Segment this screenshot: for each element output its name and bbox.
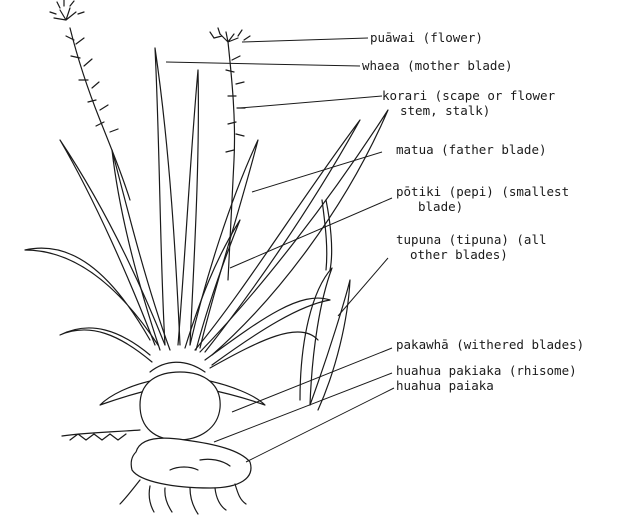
label-pakawha: pakawhā (withered blades): [396, 337, 584, 352]
label-matua: matua (father blade): [396, 142, 547, 157]
leader-matua: [252, 152, 382, 192]
leaf-blades: [25, 48, 388, 410]
flower-stalk-left: [50, 0, 130, 200]
rhizome-base: [62, 372, 251, 514]
label-potiki-line1: pōtiki (pepi) (smallest: [396, 184, 569, 199]
label-tupuna-line2: other blades): [410, 247, 508, 262]
leader-whaea: [166, 62, 360, 66]
flax-plant-illustration: [25, 0, 388, 514]
leader-pakawha: [232, 348, 392, 412]
leader-puawai: [242, 38, 368, 42]
flower-stalk-center: [210, 28, 250, 280]
label-korari-line1: korari (scape or flower: [382, 88, 556, 103]
leader-tupuna: [338, 258, 388, 316]
label-whaea: whaea (mother blade): [362, 58, 513, 73]
label-huahua-paiaka: huahua paiaka: [396, 378, 494, 393]
label-korari-line2: stem, stalk): [400, 103, 490, 118]
label-tupuna-line1: tupuna (tipuna) (all: [396, 232, 547, 247]
part-labels: puāwai (flower) whaea (mother blade) kor…: [362, 30, 584, 393]
leader-huahua-paiaka: [246, 388, 394, 462]
label-huahua-pakiaka: huahua pakiaka (rhisome): [396, 363, 577, 378]
leader-korari: [240, 96, 382, 108]
label-potiki-line2: blade): [418, 199, 463, 214]
leader-potiki: [230, 198, 392, 268]
label-puawai: puāwai (flower): [370, 30, 483, 45]
